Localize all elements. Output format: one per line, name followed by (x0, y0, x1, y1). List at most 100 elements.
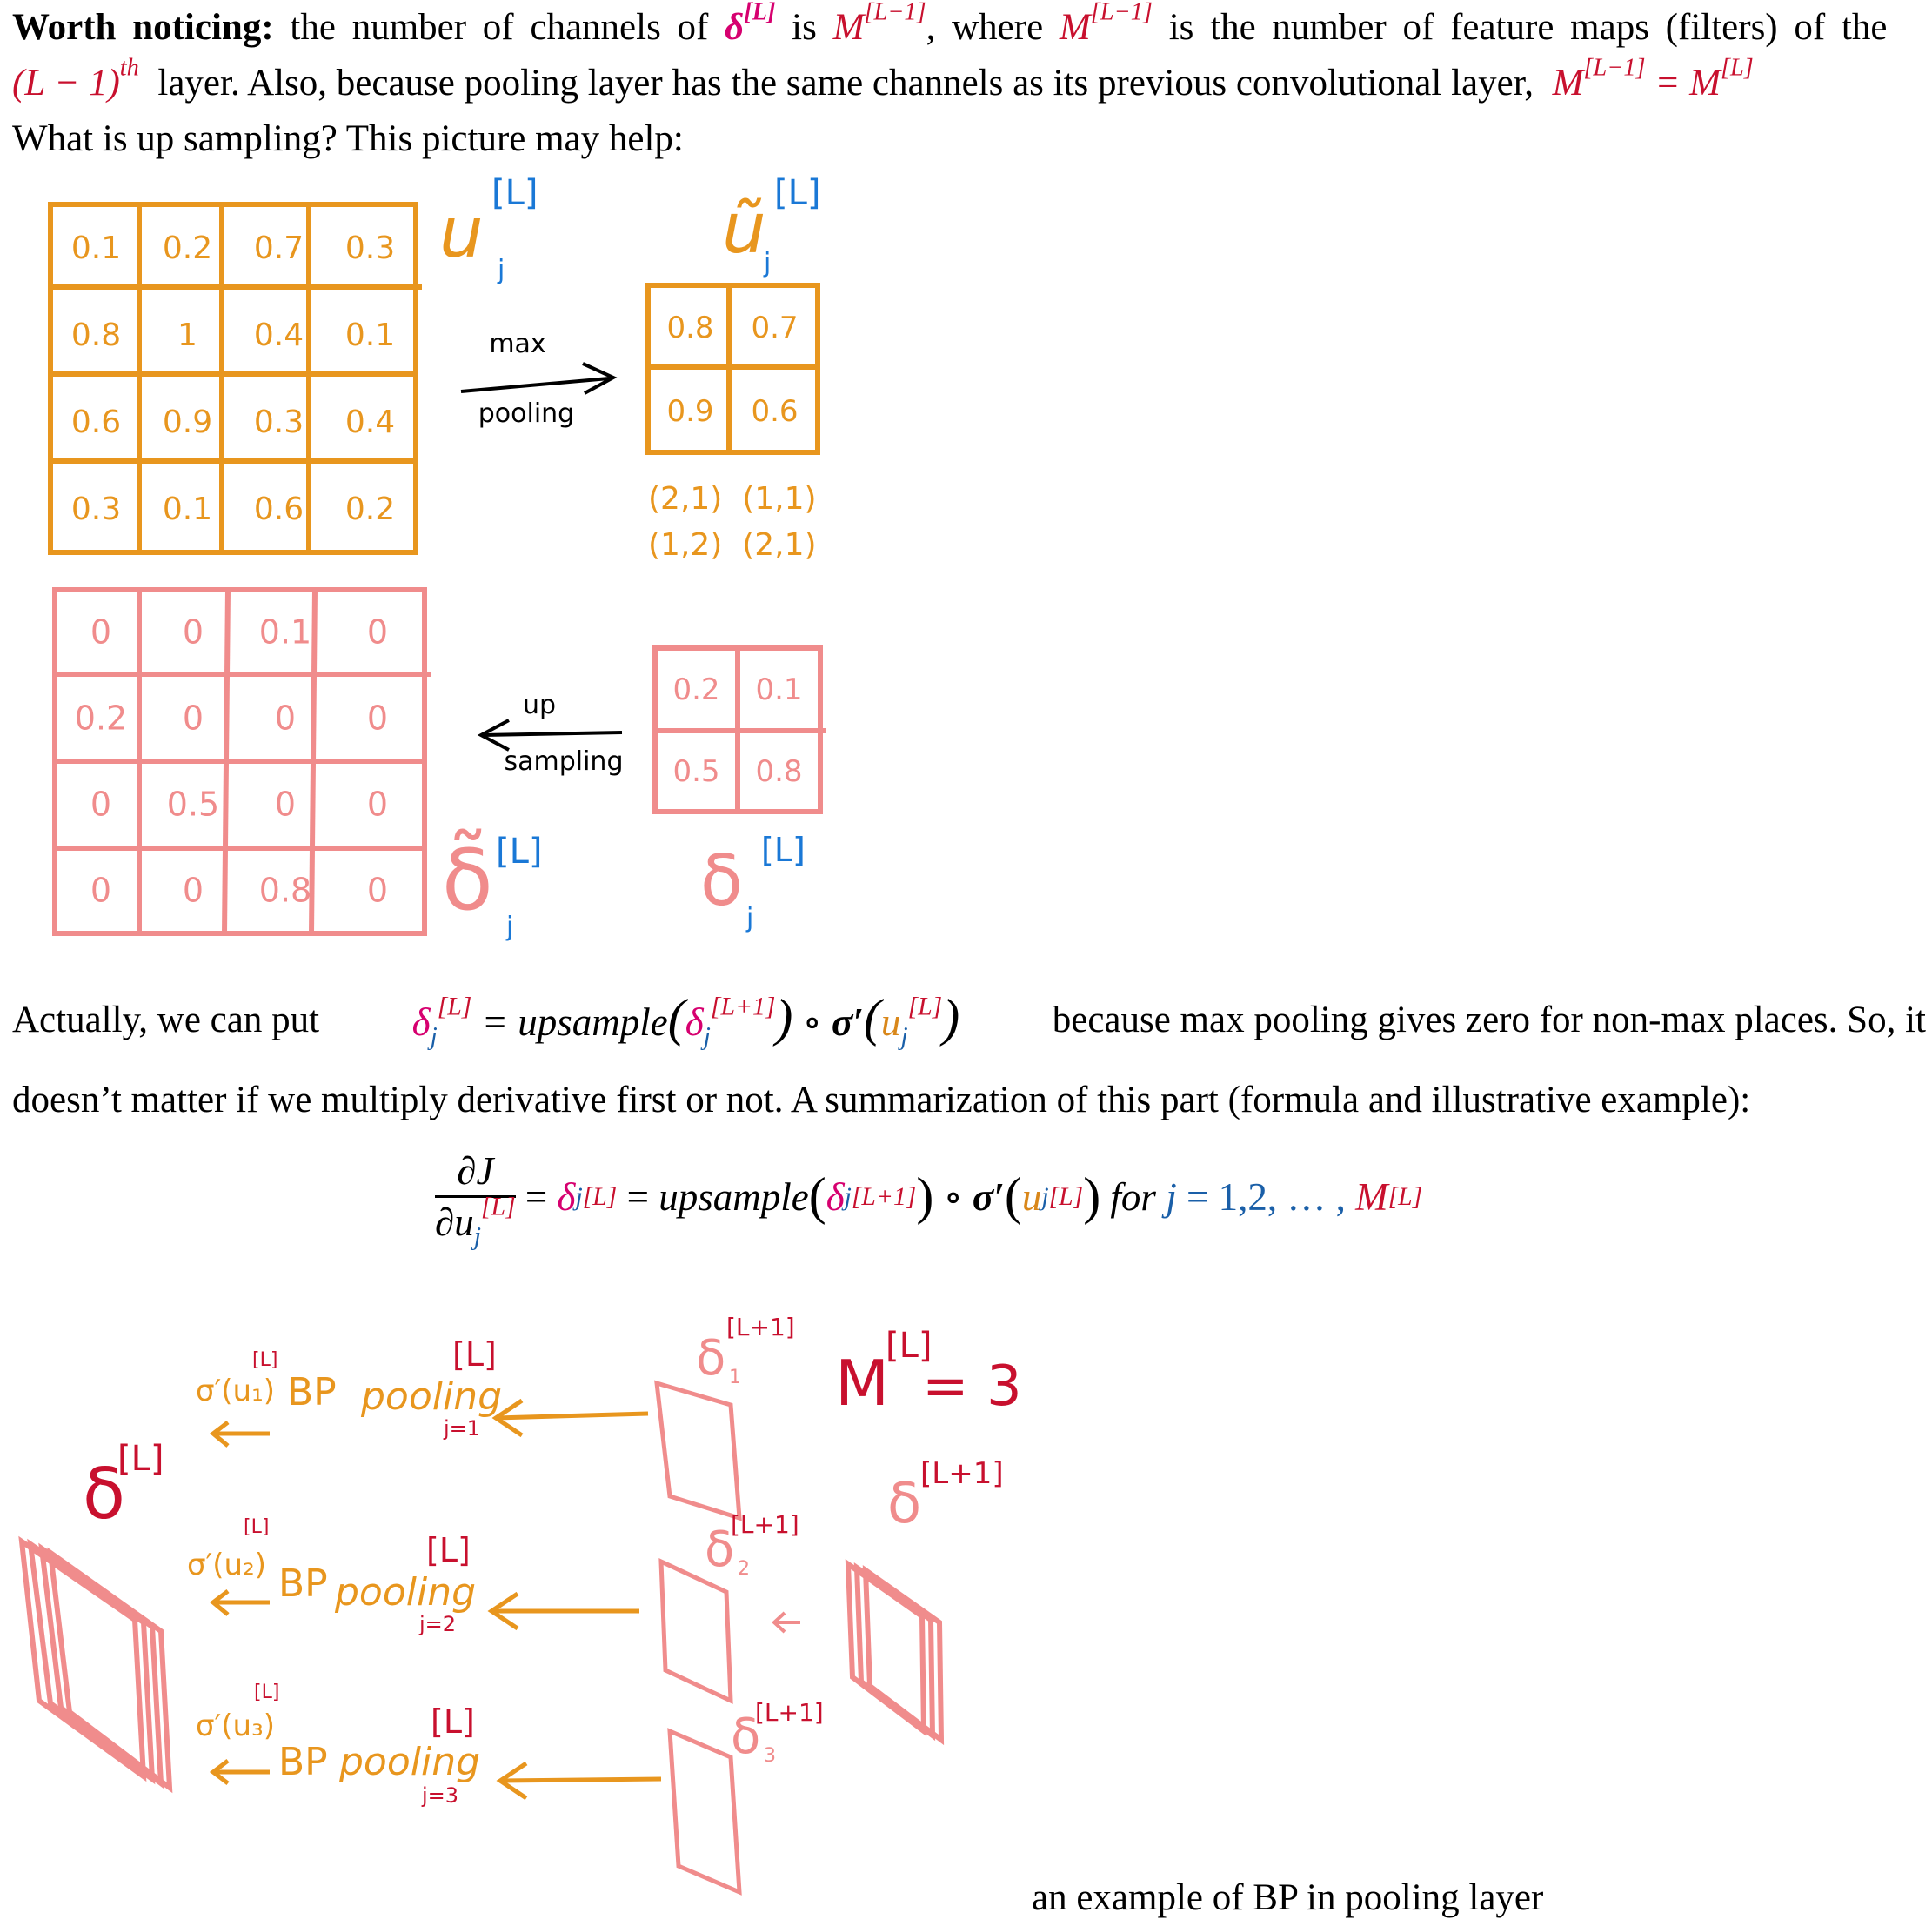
row3-bp: BP (278, 1740, 328, 1784)
row2-delta-map (658, 1557, 733, 1705)
grid-cell: 0.7 (254, 231, 304, 266)
row1-bp: BP (287, 1370, 337, 1414)
para2-line-2: doesn’t matter if we multiply derivative… (12, 1073, 1750, 1128)
grid-cell: 0.6 (254, 492, 304, 527)
row1-pool-sup: [L] (452, 1335, 497, 1374)
intro-line-2: (L − 1)th layer. Also, because pooling l… (12, 56, 1754, 111)
worth-noticing-label: Worth noticing: (12, 7, 274, 48)
grid-cell: 0.6 (751, 394, 798, 429)
row2-sigma: σ′(u₂) (187, 1548, 266, 1582)
row1-long-arrow (491, 1398, 649, 1438)
grid-cell: 0.4 (254, 318, 304, 353)
grid-cell: 0.5 (672, 754, 719, 789)
m-eq-sup: [L] (886, 1326, 933, 1366)
grid-cell: 0 (183, 699, 204, 738)
grid-cell: 0.9 (163, 405, 212, 440)
row3-pooling: pooling (338, 1740, 480, 1784)
row1-j: j=1 (443, 1416, 480, 1441)
row2-pooling: pooling (334, 1570, 476, 1615)
row1-pooling: pooling (360, 1374, 502, 1419)
row3-sigma: σ′(u₃) (196, 1709, 275, 1743)
para2-text-line2: doesn’t matter if we multiply derivative… (12, 1080, 1751, 1120)
m-eq-value: = 3 (922, 1354, 1022, 1419)
intro-text-1: the number of channels of (290, 7, 709, 48)
row1-delta: δ (696, 1330, 725, 1387)
grid-cell: 0.1 (755, 672, 802, 707)
grid-cell: 0 (367, 613, 388, 652)
layer-index: (L − 1)th (12, 54, 139, 104)
grid-cell: 1 (177, 318, 197, 353)
row3-delta-sup: [L+1] (755, 1698, 824, 1727)
row3-long-arrow (496, 1761, 662, 1801)
question-line: What is up sampling? This picture may he… (12, 111, 684, 167)
grid-cell: 0 (275, 699, 296, 738)
grid-cell: 0.6 (71, 405, 121, 440)
grid-cell: 0 (183, 613, 204, 652)
figure-caption: an example of BP in pooling layer (1032, 1870, 1543, 1926)
delta-L1-label: δ (887, 1472, 921, 1536)
grid-cell: 0 (367, 872, 388, 910)
intro-text-where: , where (926, 7, 1044, 48)
row1-sigma: σ′(u₁) (196, 1374, 275, 1408)
bp-row-2: σ′(u₂) [L] BP pooling [L] j=2 δ 2 [L+1] (187, 1510, 800, 1705)
row3-delta-map (667, 1728, 742, 1896)
delta-label-sup: [L] (761, 831, 806, 869)
pool-arrow-bottom: pooling (478, 398, 574, 429)
grid-cell: 0 (90, 786, 111, 824)
pooled-grid (645, 283, 820, 455)
grid-cell: 0 (367, 699, 388, 738)
grid-cell: 0.1 (163, 492, 212, 527)
row3-j: j=3 (421, 1783, 458, 1808)
grid-cell: 0.5 (167, 786, 219, 824)
delta-symbol: δ[L] (725, 0, 776, 48)
grid-cell: 0.8 (666, 311, 713, 345)
row2-short-arrow (209, 1589, 270, 1616)
grid-cell: 0.7 (751, 311, 798, 345)
grid-cell: 0.3 (345, 231, 395, 266)
up-arrow-bottom: sampling (504, 746, 623, 777)
pool-arrow (460, 362, 618, 395)
input-grid (48, 202, 422, 555)
delta-L-label: δ (83, 1454, 125, 1535)
row3-delta-sub: 3 (764, 1745, 776, 1767)
up-arrow-top: up (523, 690, 556, 720)
grid-cell: 0.3 (254, 405, 304, 440)
delta-L-sup: [L] (117, 1439, 164, 1479)
input-label-sub: j (497, 255, 505, 285)
input-label: u (439, 192, 484, 273)
bp-row-1: σ′(u₁) [L] BP pooling [L] j=1 δ 1 [L+1] (196, 1313, 795, 1521)
pooled-label-sup: [L] (774, 173, 821, 213)
inline-formula: δj[L] = upsample(δj[L+1]) ∘ σ′(uj[L]) (411, 989, 960, 1051)
upsampled-label: δ̃ (442, 829, 493, 929)
row2-bp: BP (278, 1562, 328, 1606)
row3-pool-sup: [L] (431, 1702, 475, 1741)
grid-cell: 0.8 (259, 872, 311, 910)
row2-delta-sub: 2 (738, 1558, 750, 1580)
m-equality: M[L−1] = M[L] (1552, 54, 1754, 104)
grid-cell: 0 (367, 786, 388, 824)
grid-cell: 0.2 (75, 699, 127, 738)
row2-long-arrow (487, 1591, 639, 1631)
row2-pool-sup: [L] (426, 1531, 471, 1569)
upsampled-label-sub: j (505, 912, 513, 942)
row3-delta: δ (731, 1709, 760, 1765)
row1-short-arrow (209, 1421, 270, 1448)
delta-L-stack (18, 1535, 173, 1794)
grid-cell: 0 (90, 613, 111, 652)
grid-cell: 0.1 (71, 231, 121, 266)
grid-cell: 0.4 (345, 405, 395, 440)
para2-text-start: Actually, we can put (12, 999, 320, 1040)
row1-delta-map (654, 1380, 742, 1521)
grid-cell: 0.8 (755, 754, 802, 789)
para2-line-1: Actually, we can put δj[L] = upsample(δj… (12, 990, 1926, 1050)
indices-row-1: (2,1) (1,1) (648, 481, 817, 517)
grid-cell: 0.9 (666, 394, 713, 429)
upsampled-grid (52, 587, 431, 936)
grid-cell: 0.2 (345, 492, 395, 527)
question-text: What is up sampling? This picture may he… (12, 118, 684, 159)
intro-text-4: is the number of feature maps (filters) … (1168, 7, 1888, 48)
grid-cell: 0.2 (672, 672, 719, 707)
